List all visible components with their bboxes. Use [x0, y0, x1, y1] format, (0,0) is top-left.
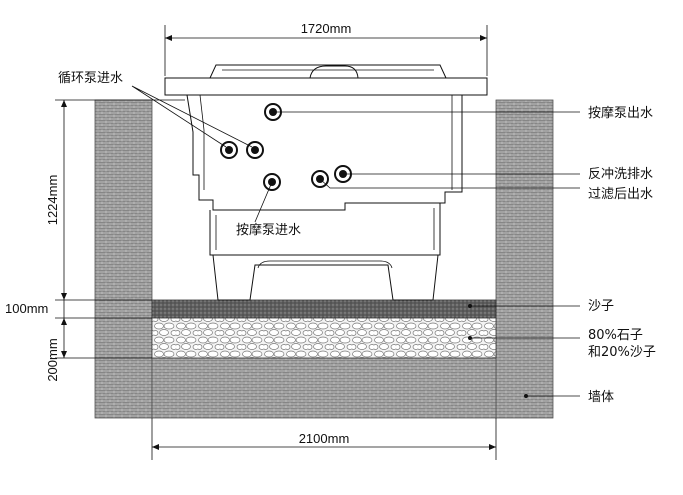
gravel-mix-label-line2: 和20%沙子	[588, 345, 656, 360]
circulation-pump-inlet-label: 循环泵进水	[58, 71, 123, 86]
bottom-width-dimension: 2100mm	[151, 418, 497, 460]
gravel-layer-dimension: 200mm	[45, 318, 152, 382]
floor-wall	[151, 357, 497, 419]
bottom-width-label: 2100mm	[299, 431, 350, 446]
top-width-label: 1720mm	[301, 21, 352, 36]
top-width-dimension: 1720mm	[164, 21, 488, 76]
sand-layer-thickness-label: 100mm	[5, 301, 48, 316]
spa-tub	[164, 64, 488, 301]
height-dimension: 1224mm	[45, 99, 185, 300]
height-label: 1224mm	[45, 175, 60, 226]
pipe-fittings	[220, 103, 352, 191]
sand-layer-dimension: 100mm	[5, 299, 152, 319]
massage-pump-outlet-label: 按摩泵出水	[588, 105, 653, 121]
leader-lines	[131, 85, 580, 398]
gravel-layer-thickness-label: 200mm	[45, 338, 60, 381]
left-wall	[94, 99, 153, 419]
sand-label: 沙子	[588, 299, 614, 314]
backwash-drain-label: 反冲洗排水	[588, 167, 653, 182]
gravel-mix-label-line1: 80%石子	[588, 328, 643, 343]
filtered-outlet-label: 过滤后出水	[588, 187, 653, 202]
gravel-layer	[151, 317, 497, 359]
wall-label: 墙体	[588, 390, 614, 405]
sand-layer	[151, 299, 497, 319]
massage-pump-inlet-label: 按摩泵进水	[236, 222, 301, 238]
right-wall	[495, 99, 554, 419]
